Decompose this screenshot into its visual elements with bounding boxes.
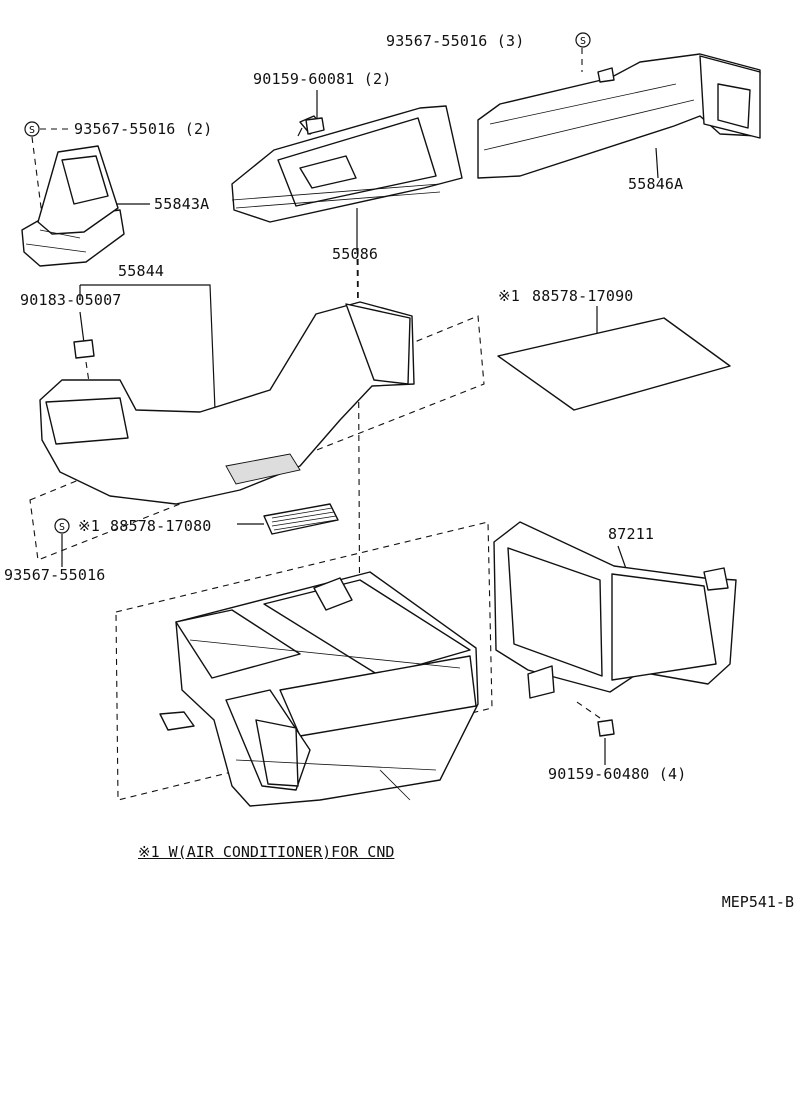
label-90159-60480: 90159-60480 (4) bbox=[548, 765, 687, 783]
label-55086: 55086 bbox=[332, 245, 379, 263]
s-symbol-top-left: S bbox=[24, 121, 40, 137]
label-55846A: 55846A bbox=[628, 175, 684, 193]
label-93567-55016-3: 93567-55016 (3) bbox=[386, 32, 525, 50]
part-88578-17080-grille bbox=[263, 503, 339, 535]
fastener-90159-60480 bbox=[597, 719, 615, 737]
s-symbol-text: S bbox=[29, 125, 35, 136]
part-55846A-duct bbox=[477, 53, 761, 179]
label-90159-60081: 90159-60081 (2) bbox=[253, 70, 392, 88]
part-88578-17090-sheet bbox=[497, 317, 731, 411]
s-symbol-bottom-left: S bbox=[54, 518, 70, 534]
part-55844-duct bbox=[39, 301, 415, 505]
label-55844: 55844 bbox=[118, 262, 165, 280]
part-55086-duct bbox=[231, 105, 463, 223]
heater-unit-assembly bbox=[159, 571, 479, 807]
s-symbol-top-right: S bbox=[575, 32, 591, 48]
label-88578-17090: 88578-17090 bbox=[532, 287, 634, 305]
fastener-90159-60081 bbox=[297, 117, 325, 137]
part-55843A-duct bbox=[21, 145, 125, 267]
drawing-code: MEP541-B bbox=[721, 893, 794, 911]
ref-mark-1: ※1 bbox=[498, 287, 520, 305]
ref-mark-2: ※1 bbox=[78, 517, 100, 535]
s-symbol-text: S bbox=[580, 36, 586, 47]
label-88578-17080: 88578-17080 bbox=[110, 517, 212, 535]
label-93567-55016: 93567-55016 bbox=[4, 566, 106, 584]
footnote-applicability: ※1 W(AIR CONDITIONER)FOR CND bbox=[138, 843, 395, 861]
part-87211-case bbox=[493, 521, 737, 699]
label-93567-55016-2: 93567-55016 (2) bbox=[74, 120, 213, 138]
label-87211: 87211 bbox=[608, 525, 655, 543]
s-symbol-text: S bbox=[59, 522, 65, 533]
label-55843A: 55843A bbox=[154, 195, 210, 213]
label-90183-05007: 90183-05007 bbox=[20, 291, 122, 309]
